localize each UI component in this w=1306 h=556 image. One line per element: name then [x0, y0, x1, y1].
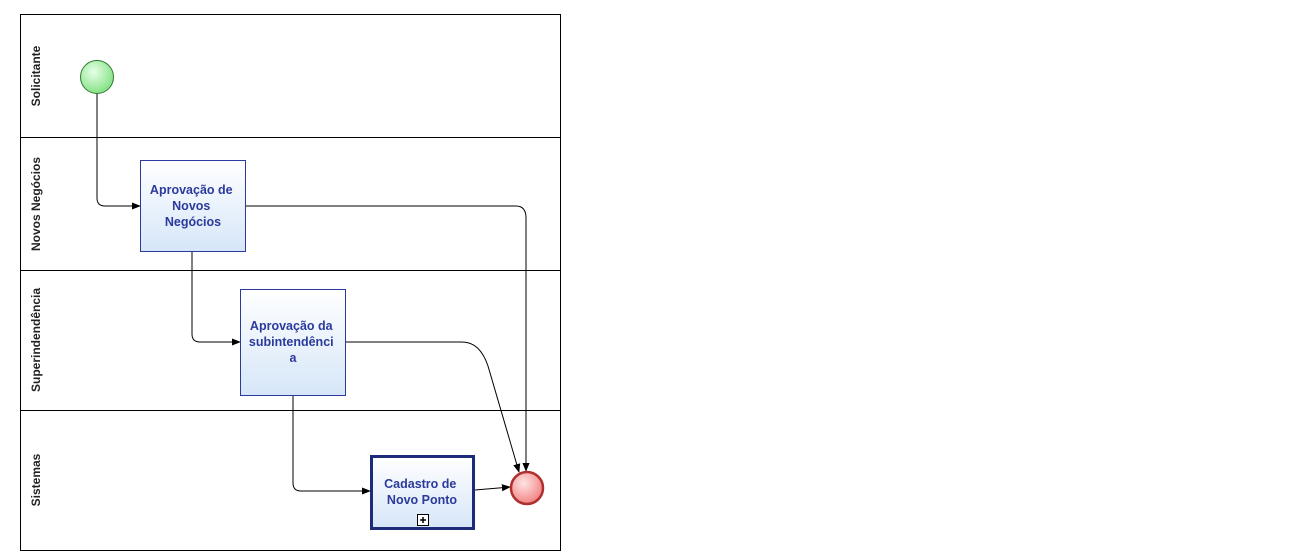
- pool: Solicitante Novos Negócios Superindendên…: [20, 14, 561, 551]
- flow-subintendencia-to-cadastro[interactable]: [292, 396, 371, 495]
- task-label-line: a: [290, 351, 298, 365]
- task-label: Aprovação de Novos Negócios: [150, 183, 236, 229]
- start-event[interactable]: [80, 60, 114, 94]
- subprocess-label: Cadastro de Novo Ponto: [384, 477, 460, 507]
- task-aprovacao-subintendencia[interactable]: Aprovação da subintendênci a: [240, 289, 346, 396]
- end-event[interactable]: [509, 470, 545, 506]
- subprocess-label-line: Cadastro de: [384, 477, 456, 491]
- lane-label-superintendencia: Superindendência: [29, 288, 43, 392]
- task-label-line: Aprovação da: [250, 319, 334, 333]
- pool-border: [20, 14, 561, 551]
- task-label-line: subintendênci: [249, 335, 334, 349]
- task-label: Aprovação da subintendênci a: [249, 319, 337, 365]
- sequence-flows: [96, 94, 530, 495]
- lane-label-sistemas: Sistemas: [29, 453, 43, 506]
- task-box[interactable]: [240, 289, 346, 396]
- flow-start-to-aprovacao-novos-negocios[interactable]: [96, 94, 141, 210]
- flow-cadastro-to-end[interactable]: [474, 484, 511, 492]
- task-label-line: Negócios: [165, 215, 221, 229]
- subprocess-label-line: Novo Ponto: [387, 493, 457, 507]
- task-label-line: Novos: [172, 199, 210, 213]
- task-aprovacao-novos-negocios[interactable]: Aprovação de Novos Negócios: [140, 160, 246, 252]
- expand-plus-icon[interactable]: [417, 514, 429, 526]
- task-label-line: Aprovação de: [150, 183, 233, 197]
- lane-label-novos-negocios: Novos Negócios: [29, 157, 43, 251]
- lane-label-solicitante: Solicitante: [29, 45, 43, 106]
- flow-novos-negocios-to-subintendencia[interactable]: [191, 252, 241, 346]
- subprocess-cadastro-novo-ponto[interactable]: Cadastro de Novo Ponto: [370, 455, 475, 530]
- flow-novos-negocios-to-end[interactable]: [246, 205, 530, 472]
- flow-subintendencia-to-end[interactable]: [346, 341, 521, 473]
- task-box[interactable]: [140, 160, 246, 252]
